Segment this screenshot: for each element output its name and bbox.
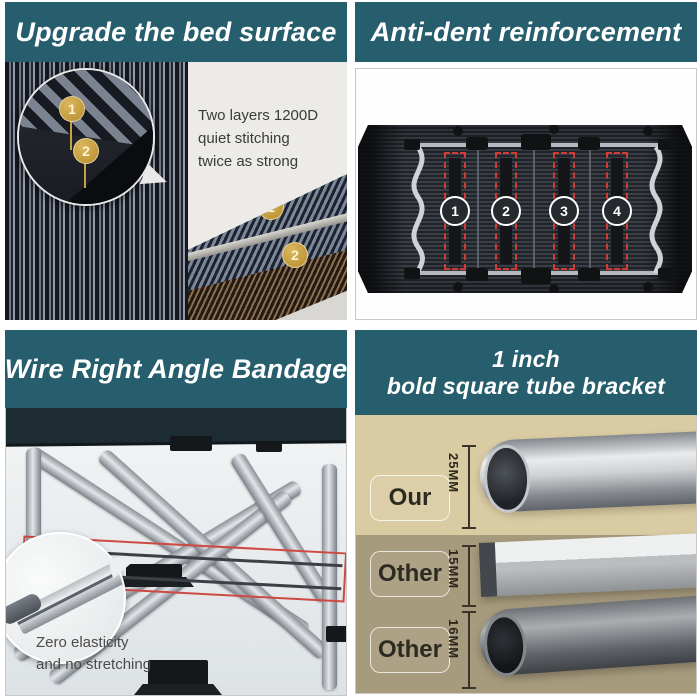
panel-wire-bandage: Wire Right Angle Bandage <box>5 330 347 696</box>
zone-marker-1: 1 <box>440 196 470 226</box>
stitch-badge-1: 1 <box>258 194 284 220</box>
other-tubes-rows: Other 15MM Other 16MM <box>356 531 696 693</box>
bed-surface-description: Two layers 1200D quiet stitching twice a… <box>198 104 318 173</box>
other-label-1: Other <box>370 551 450 597</box>
tube-opening <box>482 612 529 678</box>
anti-dent-photo-frame: 1 2 3 4 <box>355 68 697 320</box>
anti-dent-title: Anti-dent reinforcement <box>370 16 682 47</box>
frame-clamp <box>170 436 212 451</box>
anti-dent-header: Anti-dent reinforcement <box>355 2 697 62</box>
our-label: Our <box>370 475 450 521</box>
tube-bracket-title-line2: bold square tube bracket <box>386 372 666 399</box>
zone-marker-2: 2 <box>491 196 521 226</box>
wire-caption: Zero elasticity and no stretching <box>36 632 151 676</box>
bed-surface-header: Upgrade the bed surface <box>5 2 347 62</box>
measurement-line-25mm <box>462 445 476 529</box>
tube-opening <box>482 443 532 514</box>
other-square-tube <box>478 531 696 597</box>
our-round-tube <box>478 430 696 514</box>
other-label-2: Other <box>370 627 450 673</box>
frame-underside-photo: Zero elasticity and no stretching <box>5 408 347 696</box>
description-line: twice as strong <box>198 153 299 170</box>
size-label-25mm: 25MM <box>446 453 461 494</box>
measurement-line-16mm <box>462 611 476 689</box>
tube-comparison-area: Our 25MM Other 15MM Other 16MM <box>355 415 697 694</box>
layer-badge-1: 1 <box>59 96 85 122</box>
panel-anti-dent: Anti-dent reinforcement <box>355 2 697 320</box>
zone-marker-4: 4 <box>602 196 632 226</box>
leg-end-cap <box>326 626 346 642</box>
zone-marker-3: 3 <box>549 196 579 226</box>
stitch-badge-2: 2 <box>282 242 308 268</box>
description-line: quiet stitching <box>198 130 290 147</box>
caption-line: and no stretching <box>36 656 152 673</box>
description-line: Two layers 1200D <box>198 107 319 124</box>
foot-plate <box>134 684 222 695</box>
bed-surface-title: Upgrade the bed surface <box>15 16 337 47</box>
stitching-fabric-photo: 1 2 <box>188 174 347 320</box>
bed-top-view: 1 2 3 4 <box>358 125 692 293</box>
foot-plate <box>114 577 194 587</box>
size-label-16mm: 16MM <box>446 619 461 660</box>
measurement-line-15mm <box>462 545 476 607</box>
magnifier-inset <box>17 68 155 206</box>
bed-frame-graphic <box>404 125 674 293</box>
tube-bracket-header: 1 inch bold square tube bracket <box>355 330 697 415</box>
frame-foot <box>148 660 208 686</box>
bed-end-shading <box>358 125 692 293</box>
frame-clamp <box>256 441 282 452</box>
striped-fabric-photo: 1 2 <box>5 62 188 320</box>
bed-surface-content: 1 2 Two layers 1200D quiet stitching twi… <box>5 62 347 320</box>
panel-bed-surface: Upgrade the bed surface 1 2 Two layers 1… <box>5 2 347 320</box>
bed-surface-description-area: Two layers 1200D quiet stitching twice a… <box>188 62 347 320</box>
layer-badge-2: 2 <box>73 138 99 164</box>
wire-magnifier-inset <box>6 532 126 664</box>
our-tube-row: Our 25MM <box>356 415 696 535</box>
tube-bracket-title-line1: 1 inch <box>492 345 560 372</box>
size-label-15mm: 15MM <box>446 549 461 590</box>
other-round-tube <box>477 594 696 678</box>
frame-foot <box>126 564 182 578</box>
panel-tube-bracket: 1 inch bold square tube bracket Our 25MM… <box>355 330 697 694</box>
badge-connector-line <box>84 160 86 188</box>
wire-bandage-title: Wire Right Angle Bandage <box>4 353 348 384</box>
badge-connector-line <box>70 118 72 150</box>
wire-bandage-header: Wire Right Angle Bandage <box>5 330 347 408</box>
caption-line: Zero elasticity <box>36 634 129 651</box>
